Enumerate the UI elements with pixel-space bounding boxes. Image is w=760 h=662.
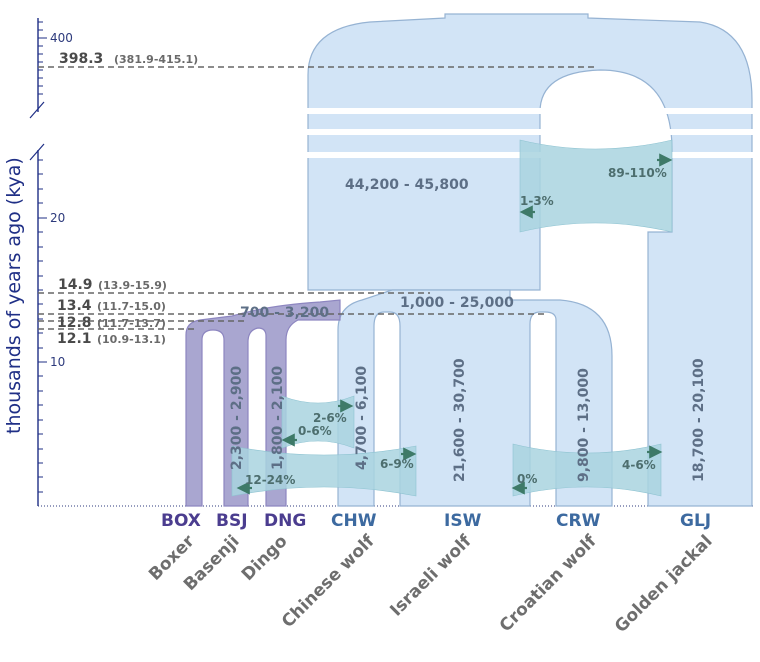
svg-text:(11.7-15.0): (11.7-15.0) [97,300,166,313]
migration-band-chw-dng [281,395,355,449]
pop-abbr-isw: ISW [444,511,482,531]
divergence-time-label: 14.9 (13.9-15.9) [58,277,167,293]
pop-size-isw: 21,600 - 30,700 [452,358,468,482]
migration-arrows [236,153,673,495]
pop-size-ancestral-dog: 700 - 3,200 [240,305,329,321]
svg-text:13.4: 13.4 [57,298,92,314]
pop-name-dingo: Dingo [238,531,292,585]
divergence-time-labels: 398.3 (381.9-415.1) 14.9 (13.9-15.9) 13.… [57,51,198,347]
svg-text:12.8: 12.8 [57,315,92,331]
pop-size-ancestral-canid: 44,200 - 45,800 [345,177,469,193]
pop-size-dng: 1,800 - 2,100 [270,366,286,470]
ancestral-canid-population [307,13,753,507]
pop-size-bsj: 2,300 - 2,900 [229,366,245,470]
migration-rate-labels: 89-110% 1-3% 2-6% 0-6% 12-24% 6-9% 0% 4-… [245,166,667,487]
migration-bands [231,139,673,497]
divergence-time-label: 398.3 (381.9-415.1) [59,51,198,67]
axis-break-mark [29,101,45,119]
migration-rate-label: 89-110% [608,166,667,180]
migration-rate-label: 0-6% [298,424,332,438]
svg-text:398.3: 398.3 [59,51,103,67]
pop-name-chinese-wolf: Chinese wolf [278,531,379,632]
svg-text:(13.9-15.9): (13.9-15.9) [98,279,167,292]
svg-text:(11.7-13.7): (11.7-13.7) [97,317,166,330]
y-tick-label: 10 [50,355,65,369]
migration-rate-label: 0% [517,472,537,486]
population-abbreviations: BOX BSJ DNG CHW ISW CRW GLJ [161,511,711,531]
pop-abbr-chw: CHW [331,511,377,531]
pop-abbr-box: BOX [161,511,201,531]
pop-abbr-bsj: BSJ [216,511,248,531]
pop-name-israeli-wolf: Israeli wolf [386,531,476,621]
svg-text:14.9: 14.9 [58,277,93,293]
migration-rate-label: 1-3% [520,194,554,208]
pop-size-glj: 18,700 - 20,100 [691,358,707,482]
divergence-time-label: 13.4 (11.7-15.0) [57,298,166,314]
y-tick-label: 400 [50,31,73,45]
migration-rate-label: 12-24% [245,473,295,487]
y-axis-title: thousands of years ago (kya) [3,157,25,434]
svg-text:(381.9-415.1): (381.9-415.1) [114,53,198,66]
divergence-time-label: 12.8 (11.7-13.7) [57,315,166,331]
migration-band-glj-crw [512,443,662,497]
population-names: Boxer Basenji Dingo Chinese wolf Israeli… [145,531,716,637]
migration-band-glj-wolf [519,139,673,233]
pop-abbr-glj: GLJ [680,511,711,531]
pop-abbr-dng: DNG [264,511,306,531]
pop-name-croatian-wolf: Croatian wolf [496,531,601,636]
migration-rate-label: 4-6% [622,458,656,472]
pop-size-crw: 9,800 - 13,000 [576,368,592,482]
divergence-time-label: 12.1 (10.9-13.1) [57,331,166,347]
svg-text:12.1: 12.1 [57,331,92,347]
divergence-lines [38,66,598,330]
y-tick-label: 20 [50,211,65,225]
migration-rate-label: 2-6% [313,411,347,425]
population-size-labels: 44,200 - 45,800 700 - 3,200 1,000 - 25,0… [229,177,707,482]
axis-break-mark [29,143,45,161]
svg-text:(10.9-13.1): (10.9-13.1) [97,333,166,346]
pop-abbr-crw: CRW [556,511,601,531]
pop-size-ancestral-wolf: 1,000 - 25,000 [400,295,514,311]
pop-size-chw: 4,700 - 6,100 [354,366,370,470]
migration-band-isw-bsj [231,445,417,497]
y-axis: 400 20 10 thousands of years ago (kya) [3,18,73,506]
migration-rate-label: 6-9% [380,457,414,471]
pop-name-golden-jackal: Golden jackal [611,531,716,636]
